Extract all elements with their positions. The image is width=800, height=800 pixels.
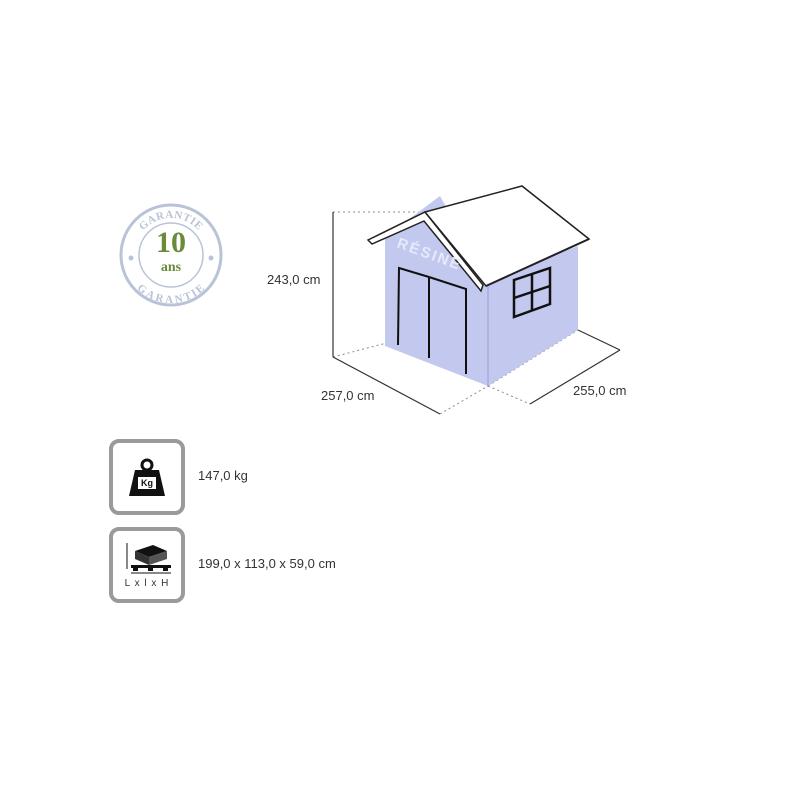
pallet-box-icon [126, 543, 171, 574]
window-icon [512, 266, 552, 319]
shed-double-door [397, 266, 467, 374]
shed-side-wall [488, 246, 578, 386]
weight-icon-text: Kg [141, 478, 153, 488]
width-dimension: 255,0 cm [573, 383, 627, 398]
height-dimension: 243,0 cm [267, 272, 321, 287]
dimension-lines [332, 212, 621, 415]
weight-kg-icon [129, 458, 165, 496]
weight-value: 147,0 kg [198, 468, 248, 483]
package-icon-text: L x l x H [124, 578, 170, 589]
weight-spec-box: Kg [109, 439, 185, 515]
depth-dimension: 257,0 cm [321, 388, 375, 403]
package-spec-box: L x l x H [109, 527, 185, 603]
guarantee-badge: GARANTIE GARANTIE 10 ans [118, 202, 224, 308]
badge-unit: ans [160, 260, 182, 275]
package-dimensions-value: 199,0 x 113,0 x 59,0 cm [198, 556, 336, 571]
guarantee-seal-icon: GARANTIE GARANTIE [119, 203, 223, 307]
badge-number: 10 [156, 226, 186, 259]
